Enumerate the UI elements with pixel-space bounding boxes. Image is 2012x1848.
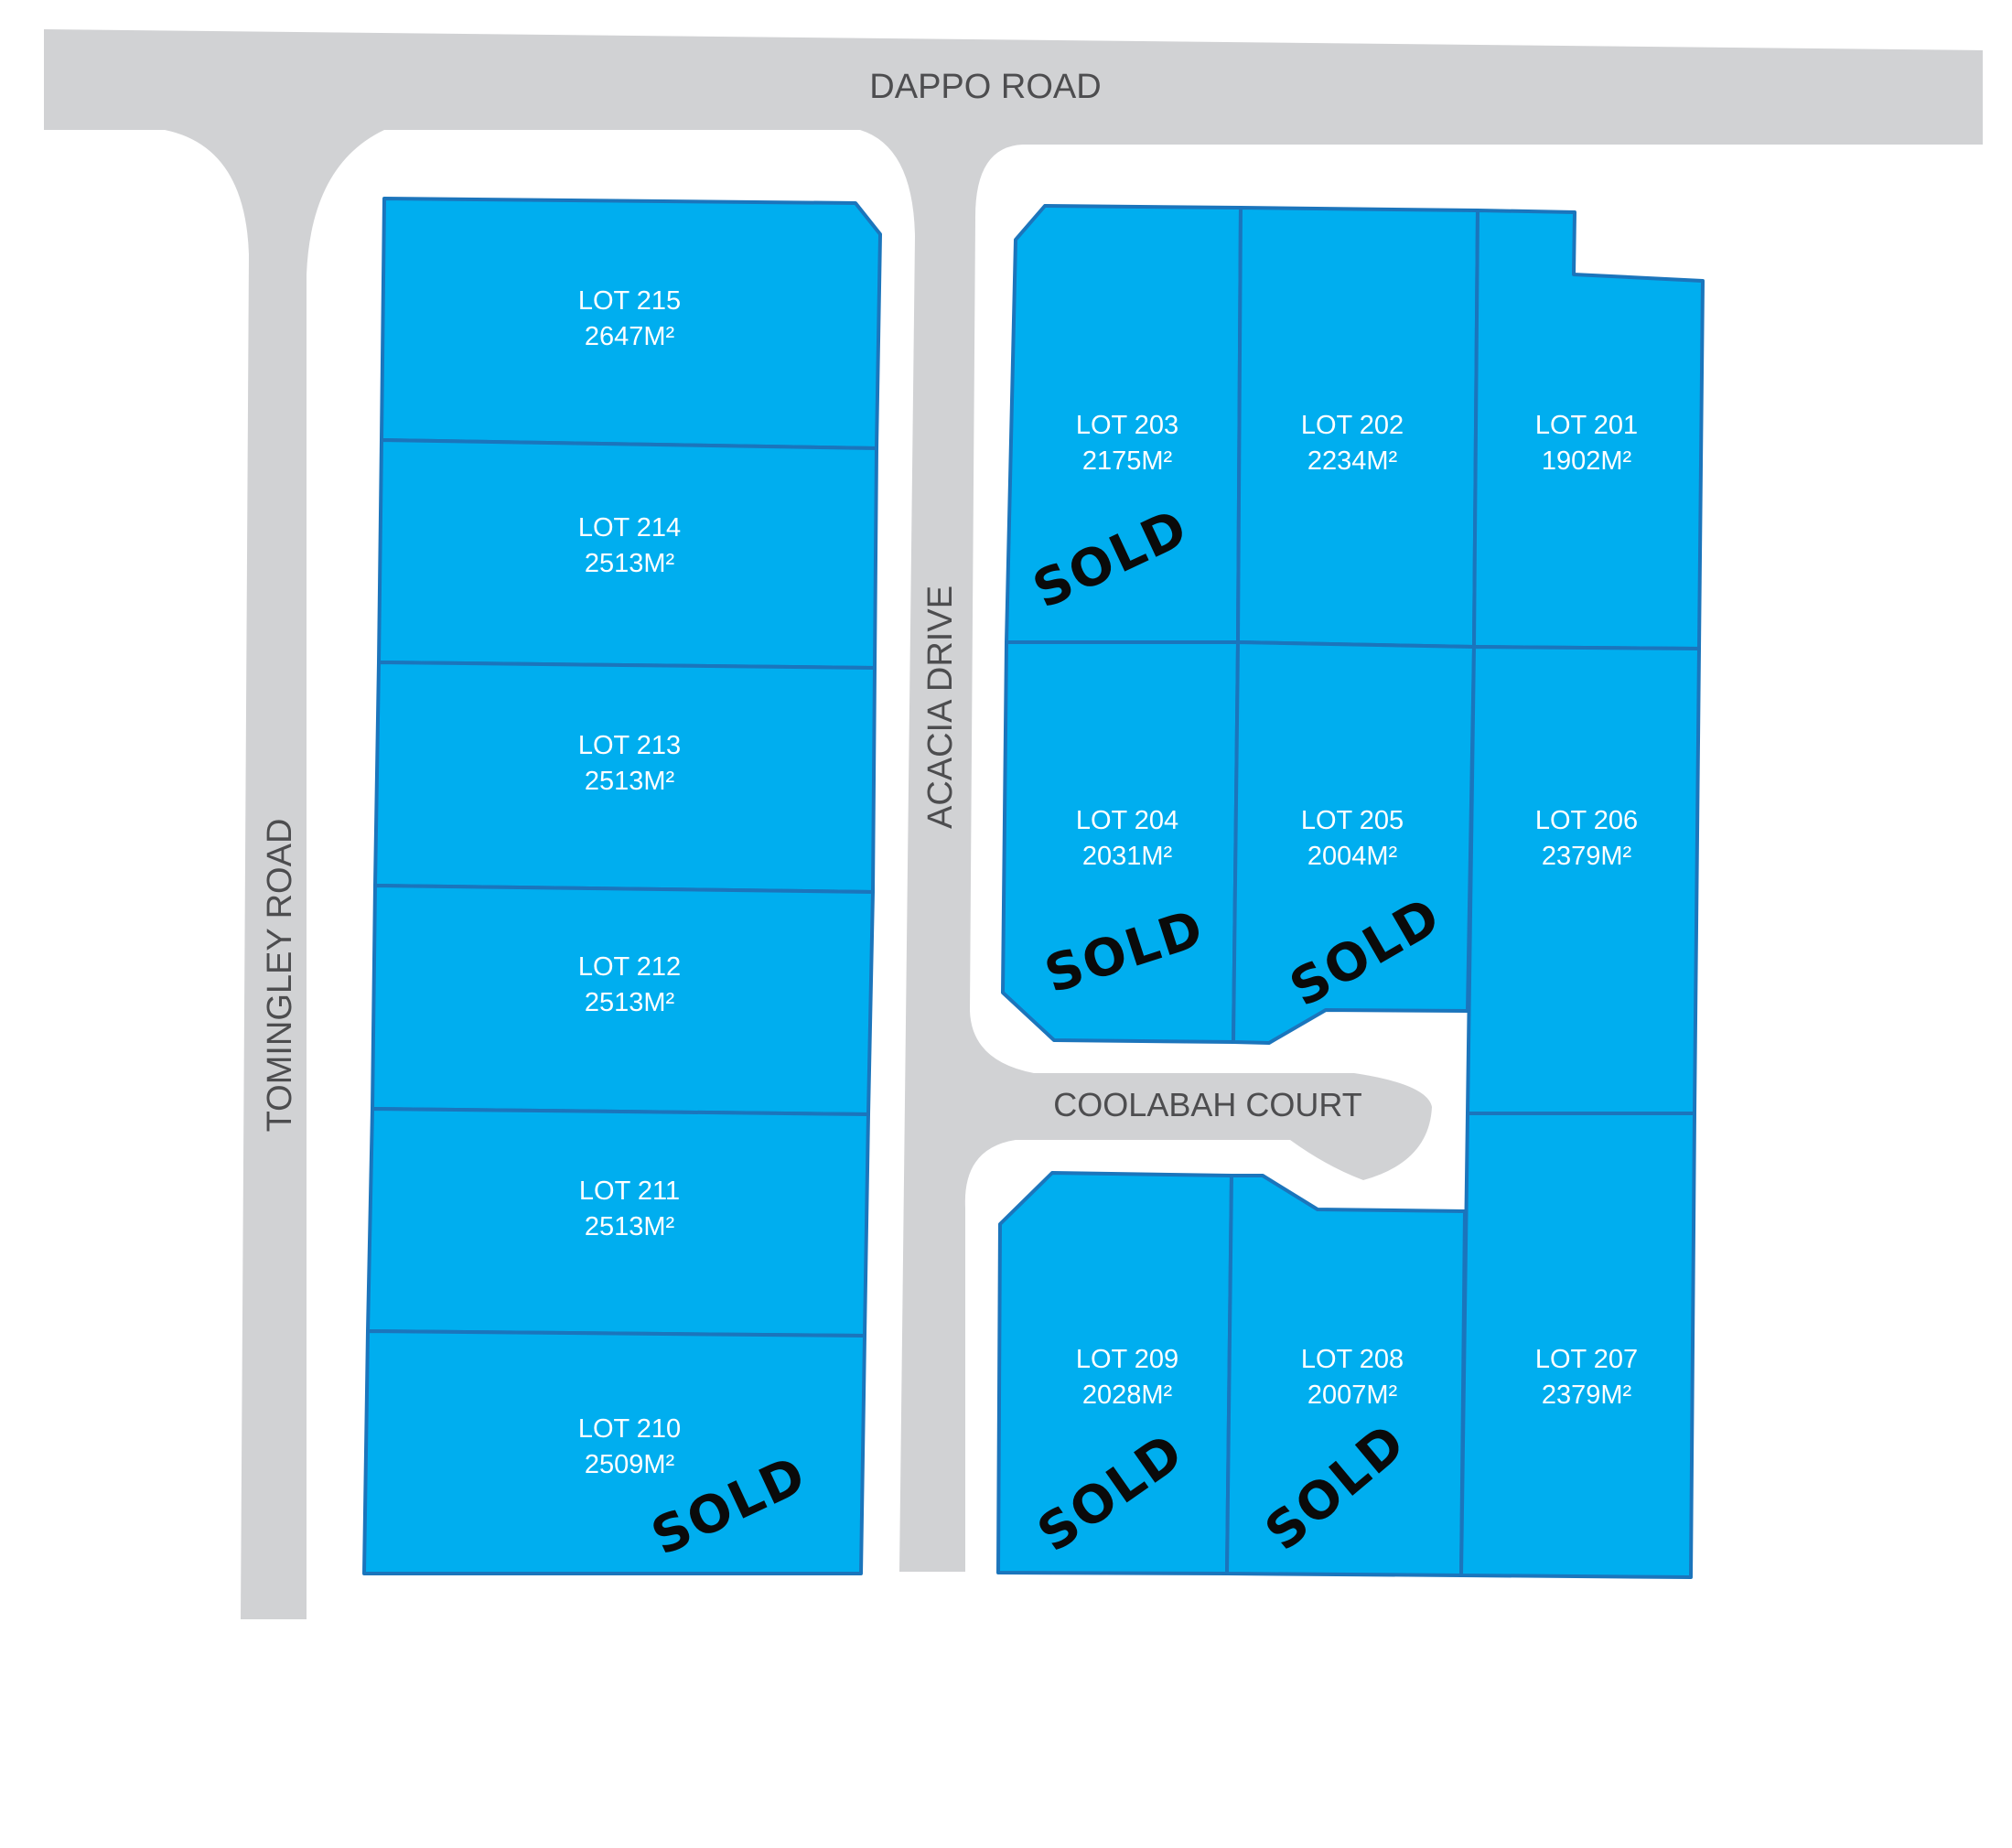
coolabah-court-label: COOLABAH COURT	[1053, 1086, 1361, 1123]
lot-210[interactable]	[362, 1329, 866, 1575]
lots	[362, 197, 1705, 1579]
lot-206-area: 2379M²	[1542, 842, 1632, 871]
roads: DAPPO ROAD TOMINGLEY ROAD ACACIA DRIVE C…	[44, 29, 1983, 1619]
lot-207-area: 2379M²	[1542, 1381, 1632, 1410]
lot-201-name: LOT 201	[1535, 411, 1638, 440]
lot-208-name: LOT 208	[1301, 1345, 1404, 1374]
lot-201-area: 1902M²	[1542, 446, 1632, 476]
lot-213-area: 2513M²	[585, 767, 675, 796]
lot-204[interactable]	[1001, 640, 1240, 1044]
dappo-road-label: DAPPO ROAD	[869, 68, 1101, 106]
lot-206[interactable]	[1466, 645, 1701, 1115]
lot-215-area: 2647M²	[585, 322, 675, 351]
lot-203-area: 2175M²	[1082, 446, 1173, 476]
lot-210-area: 2509M²	[585, 1450, 675, 1479]
lot-210-name: LOT 210	[578, 1414, 681, 1444]
lot-204-area: 2031M²	[1082, 842, 1173, 871]
lot-209-name: LOT 209	[1076, 1345, 1178, 1374]
lot-208-area: 2007M²	[1307, 1381, 1398, 1410]
lot-214-area: 2513M²	[585, 549, 675, 578]
lot-213-name: LOT 213	[578, 731, 681, 760]
lot-215[interactable]	[380, 197, 882, 450]
lot-211-name: LOT 211	[579, 1176, 680, 1206]
lot-203-name: LOT 203	[1076, 411, 1178, 440]
dappo-road	[44, 29, 1983, 1619]
lot-202-area: 2234M²	[1307, 446, 1398, 476]
lot-204-name: LOT 204	[1076, 806, 1178, 835]
lot-212-name: LOT 212	[578, 952, 681, 982]
lot-215-name: LOT 215	[578, 286, 681, 316]
lot-205-area: 2004M²	[1307, 842, 1398, 871]
lot-207-name: LOT 207	[1535, 1345, 1638, 1374]
lot-205-name: LOT 205	[1301, 806, 1404, 835]
lot-202-name: LOT 202	[1301, 411, 1404, 440]
lot-207[interactable]	[1459, 1112, 1696, 1579]
lot-206-name: LOT 206	[1535, 806, 1638, 835]
lot-209-area: 2028M²	[1082, 1381, 1173, 1410]
lot-214-name: LOT 214	[578, 513, 681, 543]
lot-211-area: 2513M²	[585, 1212, 675, 1241]
acacia-drive-label: ACACIA DRIVE	[921, 586, 960, 829]
lot-212-area: 2513M²	[585, 988, 675, 1017]
lot-labels: LOT 215 2647M² LOT 214 2513M² LOT 213 25…	[578, 286, 1638, 1479]
tomingley-road-label: TOMINGLEY ROAD	[261, 819, 299, 1133]
